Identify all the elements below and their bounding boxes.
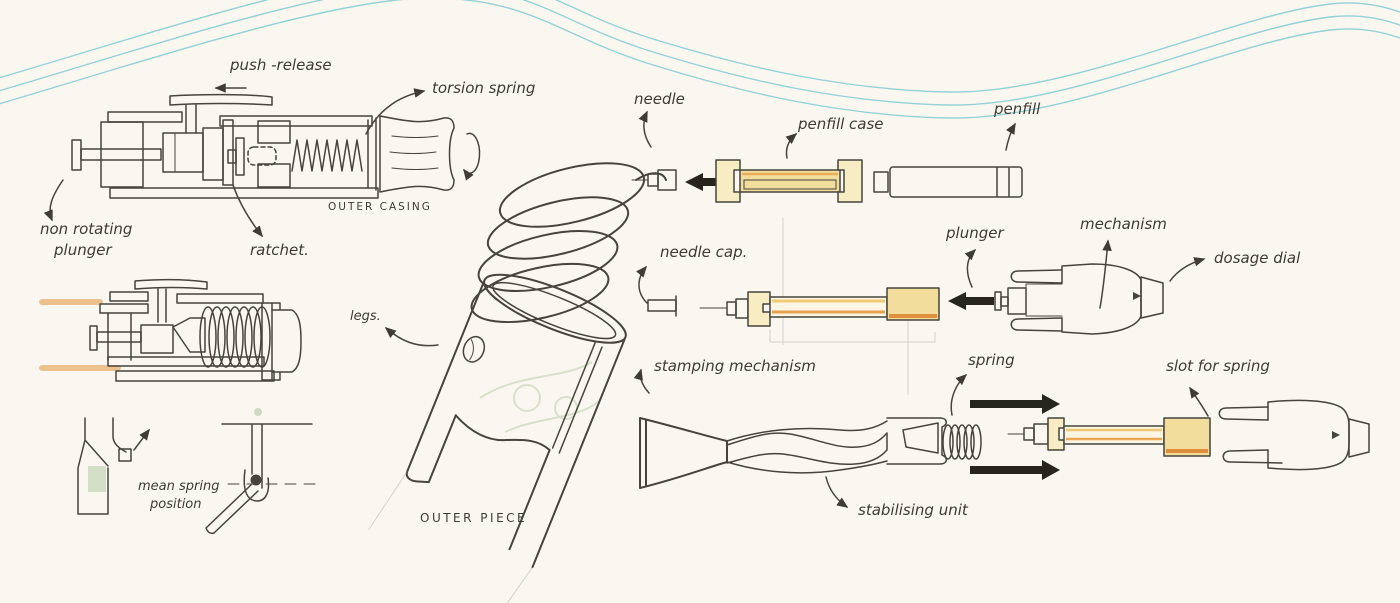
penfill-label: penfill xyxy=(993,100,1041,118)
outer-casing-label: OUTER CASING xyxy=(328,201,432,213)
needle-arrow xyxy=(638,110,652,148)
mechanism-body xyxy=(1010,263,1164,335)
mechanism-label: mechanism xyxy=(1080,215,1167,233)
grip-knob xyxy=(379,115,455,193)
push-release-label: push -release xyxy=(229,56,332,74)
outer-piece-caption: OUTER PIECE xyxy=(420,511,527,525)
spring-coils xyxy=(199,306,271,368)
arrow-right-icon xyxy=(970,394,1060,414)
torsion-spring-arrow xyxy=(365,88,426,135)
ratchet-gear xyxy=(202,127,224,181)
penfill-neck xyxy=(873,171,889,193)
slot-arrow xyxy=(1189,386,1209,417)
stamping-assembly-sketch: stamping mechanism spring xyxy=(633,351,1370,519)
green-construction-marks xyxy=(479,361,599,433)
assembled-pen-unit xyxy=(1007,399,1370,471)
spring-knot xyxy=(118,448,132,462)
green-dot xyxy=(254,408,262,416)
plunger-arrow xyxy=(964,248,977,288)
dial-ribs xyxy=(1348,418,1370,458)
stabilising-arrow xyxy=(825,476,849,508)
torsion-spring-coils xyxy=(291,139,363,172)
torsion-spring-label: torsion spring xyxy=(432,79,535,97)
penfill-arrow xyxy=(1005,122,1016,151)
plunger-arrow xyxy=(43,179,64,222)
stabilising-ribbon xyxy=(726,432,888,466)
needle-cap-label: needle cap. xyxy=(660,243,747,261)
mean-spring-position-label-1: mean spring xyxy=(138,479,219,494)
dial-ribs xyxy=(1140,276,1164,319)
plunger-piston xyxy=(1007,287,1027,315)
green-highlight xyxy=(88,466,106,492)
needle-cap xyxy=(647,299,677,312)
penfill-cartridge xyxy=(889,166,1023,198)
plunger-label: plunger xyxy=(945,224,1004,242)
stamping-arrow xyxy=(633,368,650,394)
mechanism-assembly-sketch: needle cap. plunger mechanism dosage xyxy=(636,215,1301,335)
plunger-t-end xyxy=(71,139,82,171)
legs-label: legs. xyxy=(350,309,381,324)
dosage-dial-label: dosage dial xyxy=(1214,249,1301,267)
peg-hole xyxy=(462,335,486,363)
ratchet-label: ratchet. xyxy=(250,241,309,259)
rotation-arrow xyxy=(463,132,481,181)
case-left-flange xyxy=(715,159,741,203)
decorative-wave-lines xyxy=(0,0,1400,119)
penfill-assembly-sketch: needle penfill case penfill xyxy=(631,90,1041,203)
spring-direction-arrow xyxy=(133,428,150,451)
stamping-mechanism-label: stamping mechanism xyxy=(654,357,816,375)
connector-block xyxy=(886,417,947,465)
ratchet-arrow xyxy=(232,184,263,238)
mechanism-arrow xyxy=(1099,239,1112,309)
needle-label: needle xyxy=(634,90,685,108)
penfill-case-label: penfill case xyxy=(797,115,884,133)
compressed-spring-sketch xyxy=(39,278,302,382)
outer-piece-body xyxy=(368,273,627,603)
arrow-left-icon xyxy=(685,173,734,191)
plunger-bar xyxy=(994,291,1002,311)
pivot-dot xyxy=(250,474,262,486)
outer-piece-sketch: legs. OUTER PIECE xyxy=(350,162,667,603)
swing-lever xyxy=(205,484,259,535)
penfill-case-arrow xyxy=(785,133,798,159)
plunger-rod xyxy=(80,148,162,161)
mean-spring-position-label-2: position xyxy=(149,497,202,512)
dose-marker xyxy=(1133,292,1141,300)
small-spring-coils xyxy=(942,424,982,460)
push-handle xyxy=(169,93,273,106)
legs-arrow xyxy=(384,327,439,347)
large-coil-spring xyxy=(470,162,667,324)
non-rotating-plunger-label-2: plunger xyxy=(53,241,112,259)
spring-position-sketch: mean spring position xyxy=(77,408,323,535)
dosage-dial-arrow xyxy=(1169,257,1206,282)
case-web xyxy=(739,169,841,193)
case-right-flange xyxy=(837,159,863,203)
funnel xyxy=(639,417,728,489)
stabilising-unit-label: stabilising unit xyxy=(858,501,969,519)
construction-lines xyxy=(769,218,936,395)
dose-marker xyxy=(1332,431,1340,439)
cartridge-flange xyxy=(747,291,771,327)
non-rotating-plunger-label-1: non rotating xyxy=(40,220,132,238)
ratchet-mechanism-sketch: push -release torsion spring OUTER CASIN… xyxy=(40,56,535,259)
arrow-left-icon xyxy=(948,292,994,310)
slot-for-spring-label: slot for spring xyxy=(1166,357,1270,375)
spring-label: spring xyxy=(968,351,1015,369)
spring-arrow xyxy=(950,373,968,416)
arrow-right-icon xyxy=(970,460,1060,480)
needle-cap-arrow xyxy=(636,265,648,304)
